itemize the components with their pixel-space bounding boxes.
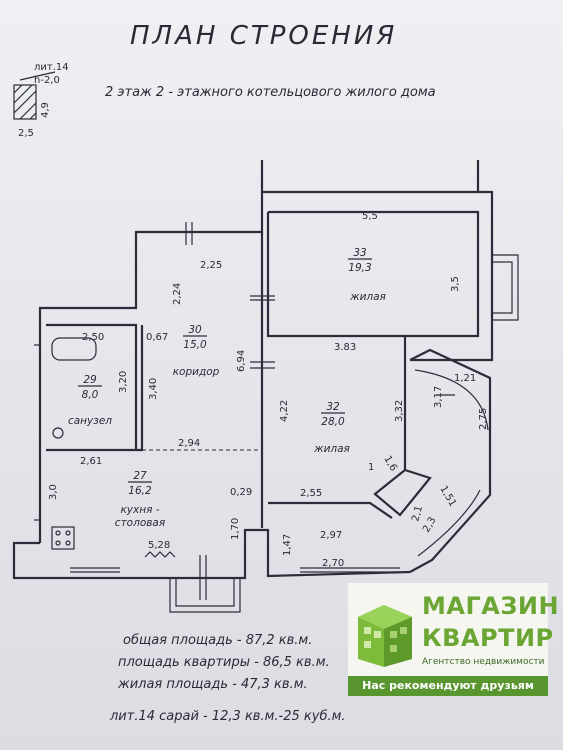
bathroom-fixtures	[51, 337, 176, 558]
summary-shed: лит.14 сарай - 12,3 кв.м.-25 куб.м.	[109, 709, 346, 724]
agency-logo: МАГАЗИН КВАРТИР Агентство недвижимости Н…	[348, 583, 559, 696]
room-number: 29	[83, 374, 97, 386]
room-name: санузел	[68, 415, 112, 427]
room-30: 30 15,0 коридор	[173, 324, 220, 378]
room-area: 15,0	[183, 339, 207, 351]
dimension-labels: 5,5 2,25 3,5 2,24 2,50 0,67 3,20 3,40 6,…	[48, 211, 489, 569]
dim-label: 2,61	[80, 456, 102, 467]
room-name: коридор	[173, 366, 220, 378]
dim-label: 3,0	[48, 484, 59, 500]
dim-label: 1,21	[454, 373, 476, 384]
room-name-part: кухня -	[120, 504, 159, 516]
dim-label: 1	[368, 462, 374, 473]
room-area: 28,0	[321, 416, 345, 428]
shed-height: h-2,0	[34, 75, 60, 86]
dim-label: 3,32	[394, 400, 405, 422]
dim-label: 1,51	[437, 484, 458, 509]
room-number: 27	[133, 470, 147, 482]
room-32: 32 28,0 жилая	[313, 401, 350, 455]
plan-subtitle: 2 этаж 2 - этажного котельцового жилого …	[105, 85, 436, 100]
dim-label: 2,50	[82, 332, 104, 343]
logo-slogan: Нас рекомендуют друзьям	[348, 676, 548, 696]
room-area: 8,0	[82, 389, 99, 401]
dim-label: 1,6	[381, 454, 398, 473]
dim-label: 2,97	[320, 530, 342, 541]
dim-label: 2,70	[322, 558, 344, 569]
room-area: 19,3	[348, 262, 371, 274]
dim-label: 2,25	[200, 260, 222, 271]
room-29: 29 8,0 санузел	[68, 374, 112, 427]
shed-width: 2,5	[18, 128, 34, 139]
building-logo-icon	[358, 605, 412, 667]
room-name: жилая	[313, 443, 350, 455]
dim-label: 2,3	[421, 515, 438, 534]
room-number: 32	[326, 401, 340, 413]
dim-label: 2,75	[478, 408, 489, 430]
dim-label: 2,1	[410, 505, 425, 523]
dim-label: 2,55	[300, 488, 322, 499]
room-area: 16,2	[128, 485, 152, 497]
room-name: жилая	[349, 291, 386, 303]
room-33: 33 19,3 жилая	[348, 247, 386, 303]
summary-total: общая площадь - 87,2 кв.м.	[123, 633, 312, 648]
plan-title: ПЛАН СТРОЕНИЯ	[130, 21, 397, 51]
summary-apartment: площадь квартиры - 86,5 кв.м.	[118, 655, 330, 670]
room-name-line: кухня -столовая	[115, 504, 165, 529]
dim-label: 2,94	[178, 438, 200, 449]
room-number: 30	[188, 324, 202, 336]
shed-label: лит.14	[34, 62, 69, 73]
dim-label: 2,24	[172, 283, 183, 305]
dim-label: 4,22	[279, 400, 290, 422]
area-summary: общая площадь - 87,2 кв.м. площадь кварт…	[109, 633, 346, 724]
logo-line-2: КВАРТИР	[422, 624, 554, 652]
room-27: 27 16,2 кухня -столовая	[115, 470, 165, 529]
dim-label: 3,40	[148, 378, 159, 400]
dim-label: 3,5	[450, 276, 461, 292]
dim-label: 3,17	[433, 386, 444, 408]
logo-tagline: Агентство недвижимости	[422, 657, 545, 667]
summary-living: жилая площадь - 47,3 кв.м.	[117, 677, 308, 692]
walls	[12, 160, 519, 613]
dim-label: 3,20	[118, 371, 129, 393]
logo-line-1: МАГАЗИН	[422, 592, 560, 620]
dim-label: 0,67	[146, 332, 168, 343]
dim-label: 5,28	[148, 540, 170, 551]
dim-label: 1,70	[230, 518, 241, 540]
room-number: 33	[353, 247, 366, 259]
shed-depth: 4,9	[40, 102, 51, 118]
dim-label: 3.83	[334, 342, 356, 353]
shed-sketch: лит.14 h-2,0 4,9 2,5	[13, 62, 69, 139]
dim-label: 0,29	[230, 487, 252, 498]
dim-label: 6,94	[236, 350, 247, 372]
room-name-part: столовая	[115, 517, 165, 529]
dim-label: 1,47	[282, 534, 293, 556]
dim-label: 5,5	[362, 211, 378, 222]
